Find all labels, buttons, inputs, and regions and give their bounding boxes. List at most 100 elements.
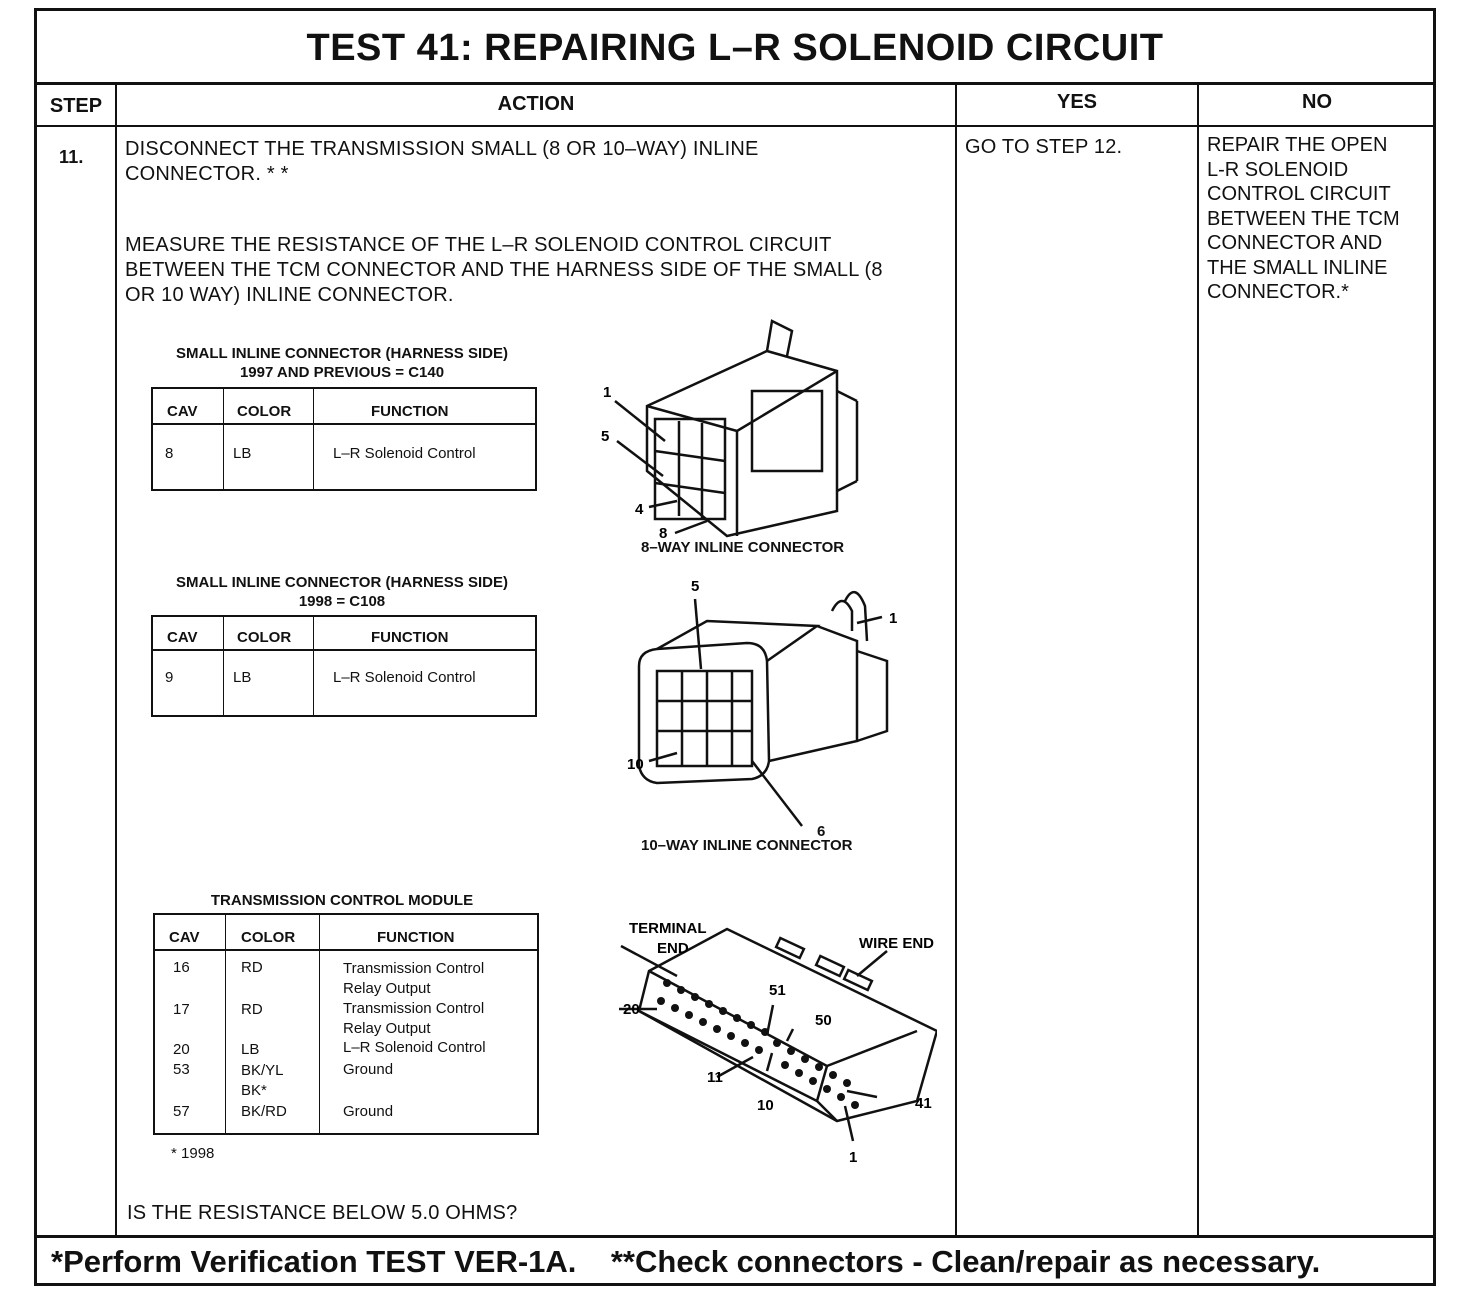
table2-title: SMALL INLINE CONNECTOR (HARNESS SIDE) 19… [147,573,537,611]
table3-title: TRANSMISSION CONTROL MODULE [210,892,474,909]
col-divider-step [115,85,117,1235]
no-line: BETWEEN THE TCM [1207,207,1400,230]
header-no: NO [1302,91,1332,113]
table3-cell: L–R Solenoid Control [343,1039,486,1056]
table1-cell: LB [233,445,252,462]
table2-divider [313,617,314,715]
table1-title: SMALL INLINE CONNECTOR (HARNESS SIDE) 19… [147,344,537,382]
no-line: CONNECTOR AND [1207,232,1383,254]
no-line: THE SMALL INLINE [1207,256,1388,279]
pin-label: 1 [603,384,611,401]
pin-label: 20 [623,1001,640,1018]
table2-title-line2: 1998 = C108 [298,593,386,610]
table3-cell: BK/YL BK* [241,1062,283,1099]
table3-cell: RD [241,959,263,976]
ten-way-connector-diagram: 5 1 10 [627,578,897,827]
table2-title-line1: SMALL INLINE CONNECTOR (HARNESS SIDE) [176,574,508,591]
footer-note: *Perform Verification TEST VER-1A. **Che… [37,1235,1433,1283]
header-step: STEP [49,95,103,117]
table1-divider [223,389,224,489]
pin-label: 51 [769,982,786,999]
col-divider-action [955,85,957,1235]
table2: CAV COLOR FUNCTION 9 LB L–R Solenoid Con… [151,615,537,717]
no-line: REPAIR THE OPEN [1207,134,1388,156]
wire-end-label: WIRE END [859,935,934,952]
table3-col-cav: CAV [169,929,200,946]
header-divider [37,125,1433,127]
test-sheet: TEST 41: REPAIRING L–R SOLENOID CIRCUIT … [34,8,1436,1286]
table1-col-color: COLOR [237,403,292,420]
terminal-end-label: TERMINAL [629,920,707,937]
table2-col-function: FUNCTION [371,629,449,646]
pin-label: 5 [601,428,609,445]
table1-divider [313,389,314,489]
yes-text: GO TO STEP 12. [965,136,1123,158]
page-title: TEST 41: REPAIRING L–R SOLENOID CIRCUIT [37,11,1433,85]
table3-divider [319,915,320,1133]
no-line: CONTROL CIRCUIT [1207,183,1391,205]
pin-label: 5 [691,578,699,595]
table3: CAV COLOR FUNCTION 16 RD Transmission Co… [153,913,539,1135]
header-action: ACTION [497,93,575,115]
table3-col-color: COLOR [241,929,296,946]
table1: CAV COLOR FUNCTION 8 LB L–R Solenoid Con… [151,387,537,491]
table3-cell: Transmission Control Relay Output [343,960,485,997]
no-text: REPAIR THE OPEN L-R SOLENOID CONTROL CIR… [1207,133,1400,305]
no-line: CONNECTOR.* [1207,281,1349,303]
question-text: IS THE RESISTANCE BELOW 5.0 OHMS? [127,1202,518,1224]
action-line-3: MEASURE THE RESISTANCE OF THE L–R SOLENO… [125,234,832,256]
table2-cell: 9 [165,669,174,686]
pin-label: 8 [659,525,667,542]
eight-way-connector-diagram: 1 5 4 8 [601,319,859,542]
pin-label: 50 [815,1012,832,1029]
table3-cell: 20 [173,1041,190,1058]
header-yes: YES [1056,91,1098,113]
action-line-5: OR 10 WAY) INLINE CONNECTOR. [125,284,454,306]
table1-title-line1: SMALL INLINE CONNECTOR (HARNESS SIDE) [176,345,508,362]
table3-cell: 53 [173,1061,190,1078]
table1-header-line [153,423,535,425]
table2-cell: LB [233,669,252,686]
ten-way-caption: 10–WAY INLINE CONNECTOR [641,837,853,854]
table2-col-color: COLOR [237,629,292,646]
no-line: L-R SOLENOID [1207,158,1349,181]
action-line-2: CONNECTOR. * * [125,163,289,185]
table3-cell: RD [241,1001,263,1018]
pin-label: 1 [889,610,897,627]
col-divider-yes [1197,85,1199,1235]
tcm-connector-diagram: TERMINAL END WIRE END 20 51 50 11 10 41 … [619,920,937,1166]
table3-cell: LB [241,1041,260,1058]
table3-header-line [155,949,537,951]
table1-cell: 8 [165,445,174,462]
action-line-4: BETWEEN THE TCM CONNECTOR AND THE HARNES… [125,259,883,281]
table3-note: * 1998 [171,1145,215,1162]
table3-cell: BK/RD [241,1103,287,1120]
action-line-1: DISCONNECT THE TRANSMISSION SMALL (8 OR … [125,138,759,160]
table1-title-line2: 1997 AND PREVIOUS = C140 [239,364,445,381]
terminal-end-label: END [657,940,689,957]
pin-label: 10 [757,1097,774,1114]
table2-header-line [153,649,535,651]
step-number: 11. [59,147,84,167]
table3-cell: Transmission Control Relay Output [343,1000,485,1037]
table3-cell: 17 [173,1001,190,1018]
pin-label: 11 [707,1069,723,1086]
table3-cell: 16 [173,959,190,976]
table3-cell: Ground [343,1061,394,1078]
table2-divider [223,617,224,715]
table3-divider [225,915,226,1133]
table3-cell: 57 [173,1103,190,1120]
table3-col-function: FUNCTION [377,929,455,946]
pin-label: 1 [849,1149,857,1166]
pin-label: 4 [635,501,644,518]
table1-col-cav: CAV [167,403,198,420]
pin-label: 6 [817,823,826,840]
eight-way-caption: 8–WAY INLINE CONNECTOR [641,539,845,556]
table1-cell: L–R Solenoid Control [333,445,476,462]
pin-label: 41 [915,1095,932,1112]
table2-col-cav: CAV [167,629,198,646]
table3-cell: Ground [343,1103,394,1120]
pin-label: 10 [627,756,644,773]
table1-col-function: FUNCTION [371,403,449,420]
table2-cell: L–R Solenoid Control [333,669,476,686]
